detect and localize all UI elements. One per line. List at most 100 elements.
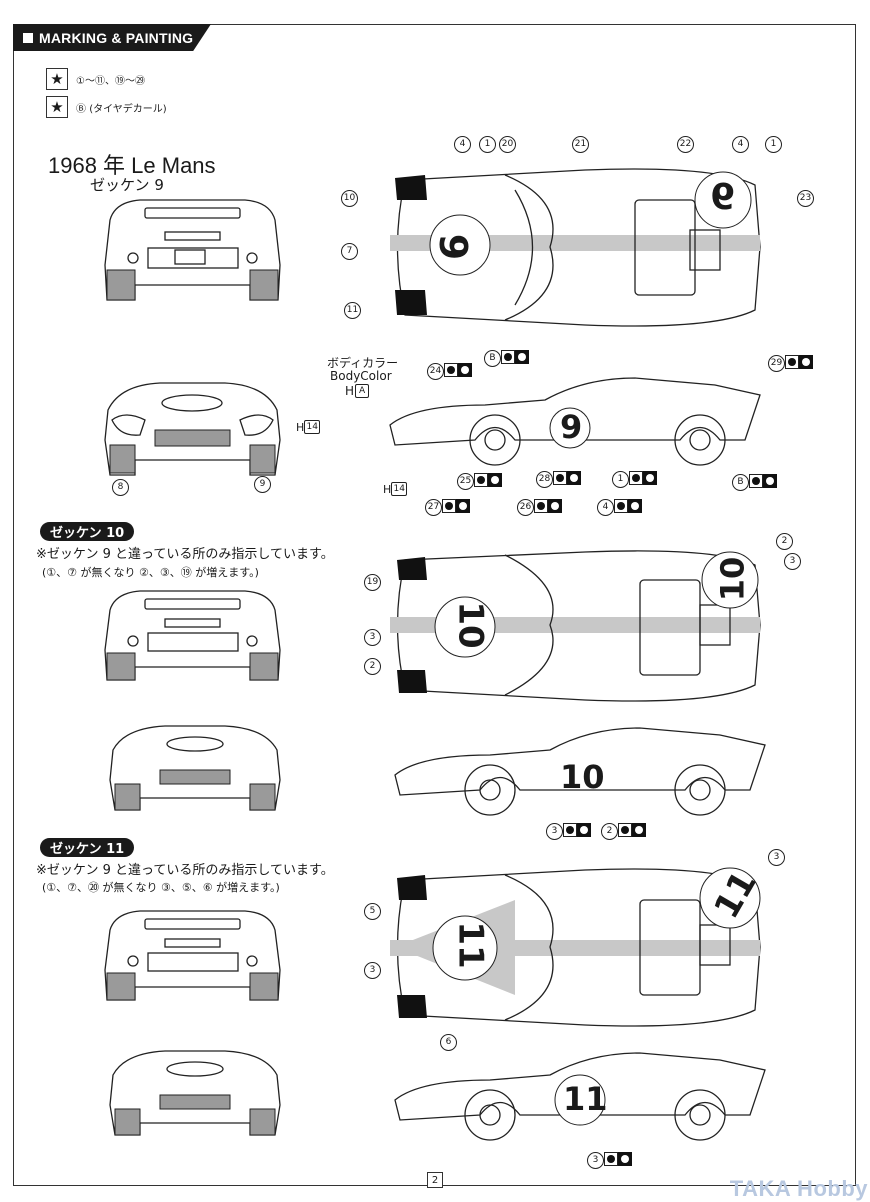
callout: 3 <box>364 629 381 646</box>
black-paint-icon <box>515 350 529 364</box>
paint-swatch <box>553 471 581 485</box>
white-paint-icon <box>534 499 548 513</box>
callout: 8 <box>112 479 129 496</box>
callout: B <box>484 350 501 367</box>
callout: 21 <box>572 136 589 153</box>
paint-swatch <box>604 1152 632 1166</box>
section-badge-11: ゼッケン 11 <box>40 838 135 857</box>
callout: 2 <box>364 658 381 675</box>
white-paint-icon <box>785 355 799 369</box>
black-paint-icon <box>577 823 591 837</box>
white-paint-icon <box>474 473 488 487</box>
race-number-side-10: 10 <box>560 758 605 796</box>
black-paint-icon <box>488 473 502 487</box>
white-paint-icon <box>749 474 763 488</box>
black-paint-icon <box>618 1152 632 1166</box>
body-color-code: H A <box>345 384 370 398</box>
callout: 20 <box>499 136 516 153</box>
callout: 5 <box>364 903 381 920</box>
black-paint-icon <box>643 471 657 485</box>
paint-swatch <box>629 471 657 485</box>
callout: 1 <box>765 136 782 153</box>
callout: 6 <box>440 1034 457 1051</box>
race-number-side-9: 9 <box>560 408 583 446</box>
white-paint-icon <box>553 471 567 485</box>
callout: 3 <box>768 849 785 866</box>
callout: 24 <box>427 363 444 380</box>
callout: 4 <box>597 499 614 516</box>
paint-swatch <box>785 355 813 369</box>
callout: 29 <box>768 355 785 372</box>
callout: 28 <box>536 471 553 488</box>
callout: 4 <box>454 136 471 153</box>
callout: 3 <box>546 823 563 840</box>
square-bullet-icon <box>23 32 33 43</box>
white-paint-icon <box>604 1152 618 1166</box>
callout: 23 <box>797 190 814 207</box>
side-view-drawing-9 <box>389 377 761 466</box>
race-number-top-10: 10 <box>450 601 491 649</box>
callout: 3 <box>587 1152 604 1169</box>
callout: 4 <box>732 136 749 153</box>
callout: 9 <box>254 476 271 493</box>
callout: 3 <box>364 962 381 979</box>
callout: 10 <box>341 190 358 207</box>
white-paint-icon <box>563 823 577 837</box>
paint-swatch <box>501 350 529 364</box>
change-note-10: (①、⑦ が無くなり ②、③、⑲ が増えます。) <box>42 566 259 579</box>
callout: 2 <box>776 533 793 550</box>
section-note-11: ※ゼッケン 9 と違っている所のみ指示しています。 <box>36 863 334 878</box>
watermark: TAKA Hobby <box>729 1176 868 1201</box>
rear-view-drawing <box>104 199 281 301</box>
callout: 3 <box>784 553 801 570</box>
callout: 19 <box>364 574 381 591</box>
white-paint-icon <box>442 499 456 513</box>
white-paint-icon <box>629 471 643 485</box>
front-view-drawing <box>104 382 281 476</box>
legend-text: ①〜⑪、⑲〜㉙ <box>76 75 145 87</box>
race-number-top-9: 9 <box>431 233 476 261</box>
white-paint-icon <box>618 823 632 837</box>
paint-swatch <box>749 474 777 488</box>
callout: 27 <box>425 499 442 516</box>
star-icon: ★ <box>46 68 68 90</box>
page-number: 2 <box>427 1172 443 1188</box>
race-number-top-9-rear: 9 <box>710 177 736 218</box>
callout: 26 <box>517 499 534 516</box>
black-paint-icon <box>458 363 472 377</box>
callout: B <box>732 474 749 491</box>
race-number-top-10-rear: 10 <box>713 556 752 602</box>
black-paint-icon <box>799 355 813 369</box>
callout: 2 <box>601 823 618 840</box>
top-view-drawing-10 <box>390 550 761 702</box>
side-view-drawing-11 <box>394 1052 766 1141</box>
black-paint-icon <box>763 474 777 488</box>
section-badge-10: ゼッケン 10 <box>40 522 135 541</box>
white-paint-icon <box>501 350 515 364</box>
top-view-drawing-9 <box>390 168 761 327</box>
callout: 25 <box>457 473 474 490</box>
front-view-drawing-11 <box>109 1050 281 1136</box>
body-color-label-en: BodyColor <box>330 369 392 383</box>
paint-swatch <box>444 363 472 377</box>
legend-text: Ⓑ (タイヤデカール) <box>76 103 167 115</box>
black-paint-icon <box>548 499 562 513</box>
section-header-title: MARKING & PAINTING <box>39 29 194 46</box>
race-number-top-11: 11 <box>450 921 491 969</box>
callout: 1 <box>479 136 496 153</box>
black-paint-icon <box>567 471 581 485</box>
callout: 11 <box>344 302 361 319</box>
star-icon: ★ <box>46 96 68 118</box>
top-view-drawing-11 <box>390 867 761 1027</box>
body-color-label: ボディカラー <box>327 356 399 370</box>
paint-swatch <box>618 823 646 837</box>
black-paint-icon <box>632 823 646 837</box>
change-note-11: (①、⑦、⑳ が無くなり ③、⑤、⑥ が増えます。) <box>42 881 280 894</box>
legend-row-2: ★ Ⓑ (タイヤデカール) <box>46 96 167 118</box>
paint-swatch <box>563 823 591 837</box>
white-paint-icon <box>614 499 628 513</box>
side-view-drawing-10 <box>394 727 766 816</box>
race-number-side-11: 11 <box>563 1080 608 1118</box>
